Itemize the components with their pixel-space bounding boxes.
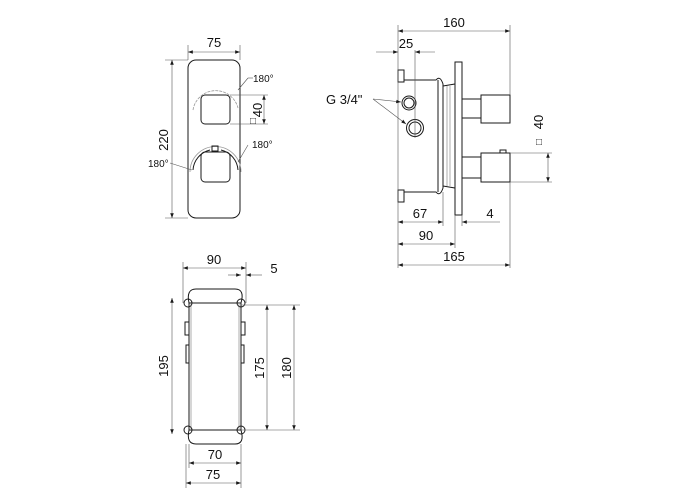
dim-inner-width: 70	[208, 447, 222, 462]
thread-label: G 3/4"	[326, 92, 363, 107]
square-symbol: □	[536, 137, 542, 148]
dim-outer-height: 180	[279, 357, 294, 379]
upper-handle	[200, 94, 231, 125]
dim-outer-width: 75	[206, 467, 220, 482]
lower-handle	[200, 151, 231, 183]
dim-overall: 165	[443, 249, 465, 264]
box-view: 90 5 195 175 180 70 75	[156, 252, 300, 488]
dim-body-depth: 67	[413, 206, 427, 221]
dim-height: 220	[156, 129, 171, 151]
dim-box-depth: 90	[419, 228, 433, 243]
dim-plate: 4	[486, 206, 493, 221]
angle-right: 180°	[252, 140, 273, 151]
dim-width: 75	[207, 35, 221, 50]
dim-inner-height: 175	[252, 357, 267, 379]
dim-depth-total: 160	[443, 15, 465, 30]
dim-lug: 5	[270, 261, 277, 276]
angle-top: 180°	[253, 74, 274, 85]
square-symbol: □	[250, 116, 256, 127]
dim-handle: 40	[250, 103, 265, 117]
dim-handle: 40	[531, 115, 546, 129]
angle-left: 180°	[148, 159, 169, 170]
side-view: 160 25 G 3/4" 40 □ 67 4 90 165	[326, 15, 552, 268]
front-view: 75 220 40 □ 180° 180° 180°	[148, 35, 274, 219]
dim-inlet-offset: 25	[399, 36, 413, 51]
dim-height: 195	[156, 355, 171, 377]
dim-width: 90	[207, 252, 221, 267]
